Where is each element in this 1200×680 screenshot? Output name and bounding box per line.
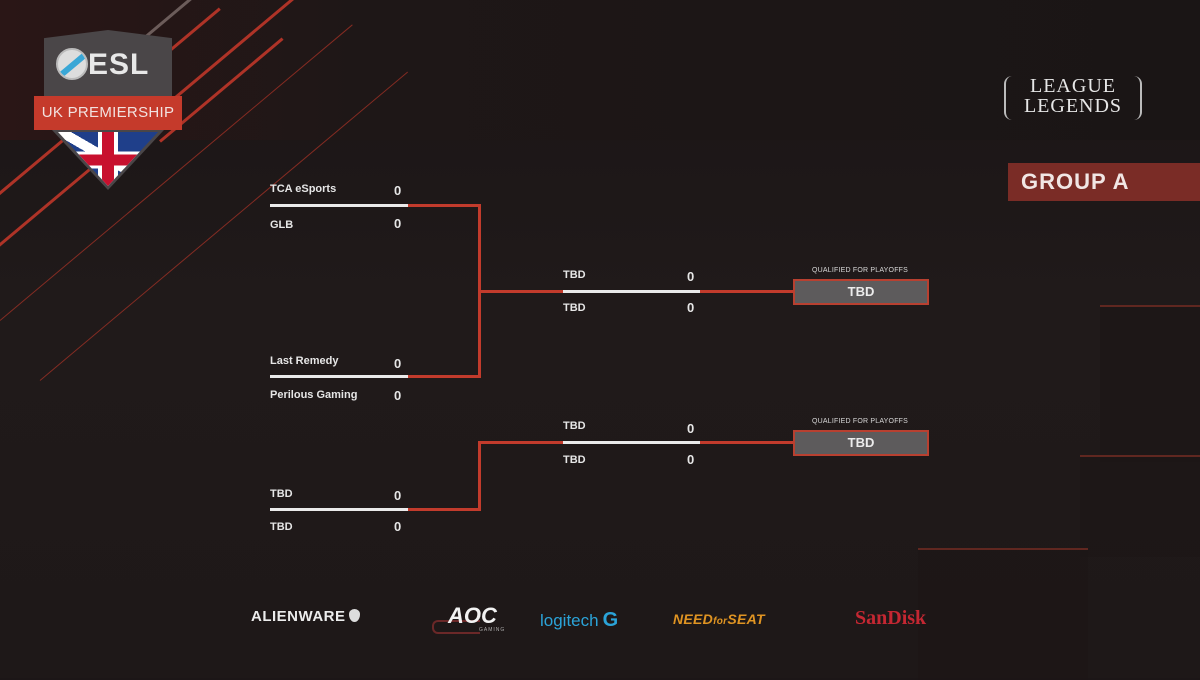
connector-line — [408, 508, 481, 511]
team-name: TCA eSports — [270, 183, 337, 195]
deco-box — [1080, 455, 1200, 557]
team-score: 0 — [394, 388, 402, 403]
lol-line2: LEGENDS — [1023, 95, 1123, 117]
team-name: TBD — [270, 488, 293, 500]
team-name: TBD — [563, 269, 586, 281]
team-score: 0 — [394, 519, 402, 534]
qualified-label: QUALIFIED FOR PLAYOFFS — [811, 418, 909, 425]
lol-line1: LEAGUE — [1030, 75, 1116, 97]
team-name: TBD — [563, 454, 586, 466]
team-name: Perilous Gaming — [270, 389, 358, 401]
team-name: TBD — [270, 521, 293, 533]
esl-wordmark: ESL — [88, 48, 150, 81]
esl-uk-premiership-logo: ESL UK PREMIERSHIP — [34, 30, 182, 190]
connector-line — [478, 441, 481, 511]
team-score: 0 — [687, 421, 695, 436]
match-divider — [270, 508, 408, 511]
sponsor-aoc-logo: AOC — [448, 603, 497, 628]
alien-head-icon — [348, 609, 360, 622]
sponsor-needforseat-logo: NEEDforSEAT — [673, 611, 765, 627]
qualified-team-slot: TBD — [793, 279, 929, 305]
group-label: GROUP A — [1008, 163, 1200, 201]
deco-box — [1100, 305, 1200, 462]
match-divider — [270, 375, 408, 378]
team-name: GLB — [270, 219, 294, 231]
league-of-legends-logo: LEAGUE LEGENDS — [1004, 76, 1142, 120]
connector-line — [408, 375, 481, 378]
esl-subtitle-banner: UK PREMIERSHIP — [34, 96, 182, 130]
match-divider — [270, 204, 408, 207]
nfs-seat: SEAT — [727, 611, 765, 627]
qualified-label: QUALIFIED FOR PLAYOFFS — [811, 267, 909, 274]
team-name: Last Remedy — [270, 355, 339, 367]
union-jack-flag-icon — [58, 132, 158, 186]
team-name: TBD — [563, 302, 586, 314]
sponsor-sandisk-logo: SanDisk — [855, 607, 927, 629]
aoc-swoosh-icon — [432, 620, 480, 634]
logitech-wordmark: logitech — [540, 611, 599, 630]
team-score: 0 — [394, 488, 402, 503]
team-score: 0 — [394, 183, 402, 198]
team-name: TBD — [563, 420, 586, 432]
connector-line — [478, 441, 564, 444]
qualified-team-slot: TBD — [793, 430, 929, 456]
team-score: 0 — [687, 269, 695, 284]
connector-line — [700, 290, 794, 293]
esl-ball-icon — [56, 48, 88, 80]
connector-line — [700, 441, 794, 444]
deco-box — [918, 548, 1088, 680]
nfs-for: for — [713, 616, 728, 627]
match-divider — [563, 441, 700, 444]
team-score: 0 — [687, 300, 695, 315]
sponsor-alienware-logo: ALIENWARE — [251, 608, 360, 625]
team-score: 0 — [687, 452, 695, 467]
team-score: 0 — [394, 356, 402, 371]
connector-line — [408, 204, 481, 207]
connector-line — [478, 290, 564, 293]
team-score: 0 — [394, 216, 402, 231]
alienware-wordmark: ALIENWARE — [251, 608, 346, 625]
nfs-need: NEED — [673, 611, 714, 627]
match-divider — [563, 290, 700, 293]
aoc-gaming-subtitle: GAMING — [479, 627, 506, 633]
logitech-g-icon: G — [602, 609, 619, 631]
